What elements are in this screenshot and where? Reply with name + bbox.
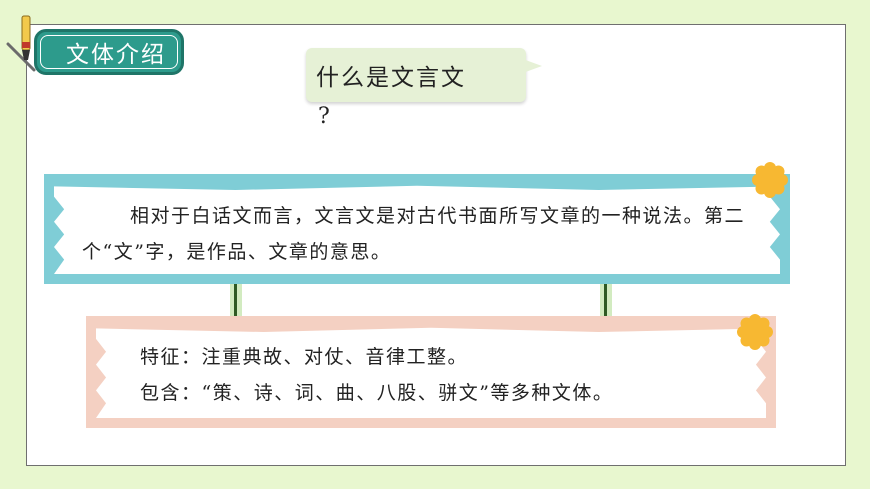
genres-line: 包含：“策、诗、词、曲、八股、骈文”等多种文体。 [140,382,614,404]
question-text: 什么是文言文 [316,65,466,91]
connector-right [600,284,612,318]
features-card [86,316,776,428]
flower-icon [752,162,788,198]
flower-icon [737,314,773,350]
brush-icon [6,15,36,72]
definition-text: 相对于白话文而言，文言文是对古代书面所写文章的一种说法。第二个“文”字，是作品、… [82,205,746,263]
section-title-tab: 文体介绍 [34,29,184,75]
features-line: 特征：注重典故、对仗、音律工整。 [140,346,469,368]
definition-card [44,174,790,284]
question-mark: ? [318,104,330,129]
bubble-tail [520,58,542,74]
connector-left [230,284,242,318]
question-bubble: 什么是文言文 [306,48,526,102]
section-title: 文体介绍 [66,42,166,68]
